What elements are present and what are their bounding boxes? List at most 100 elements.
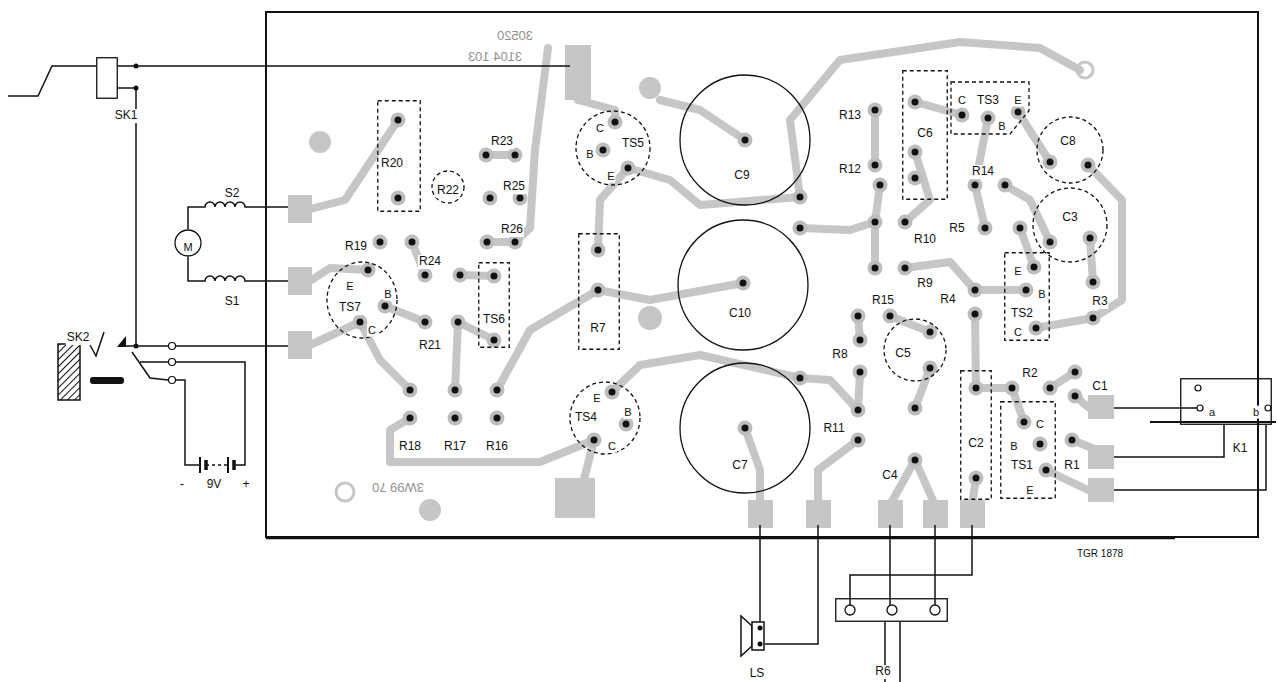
solder-pad	[619, 417, 634, 432]
copper-trace	[310, 322, 360, 345]
wire	[1114, 425, 1224, 457]
pin-letter: a	[1208, 406, 1216, 419]
battery-plate	[227, 457, 229, 473]
solder-pad	[908, 145, 923, 160]
pin-letter: B	[623, 406, 632, 419]
solder-pad	[853, 333, 868, 348]
copper-trace	[497, 290, 598, 390]
mounting-hole	[639, 77, 661, 99]
solder-pad	[968, 178, 983, 193]
jack-contact	[90, 332, 104, 356]
solder-pad	[851, 309, 866, 324]
resistor-outline-line	[579, 234, 620, 350]
transistor-outline: EBTS7C	[326, 261, 398, 339]
wire	[126, 345, 168, 347]
solder-pad	[605, 385, 620, 400]
pin-letter: B	[585, 148, 594, 161]
part-label: R8	[831, 348, 848, 362]
pin-letter: E	[606, 170, 615, 183]
switch-contact	[1265, 405, 1271, 411]
solder-pad	[479, 148, 494, 163]
part-label: SK2	[66, 331, 91, 345]
copper-traces	[310, 42, 1122, 505]
edge-pad	[1088, 478, 1114, 502]
solder-pad	[969, 381, 984, 396]
wire	[140, 361, 168, 363]
junction-dot	[134, 86, 139, 91]
component-label: SK1	[114, 109, 139, 123]
transistor-outline: CBTS1E	[1000, 401, 1056, 499]
solder-pad	[1081, 158, 1096, 173]
jack-terminal	[169, 343, 176, 350]
solder-pad	[908, 401, 923, 416]
pin-letter: b	[1252, 406, 1260, 419]
copper-trace	[800, 222, 875, 230]
copper-trace	[455, 322, 458, 390]
solder-pad	[353, 315, 368, 330]
part-label: R15	[871, 294, 895, 308]
mains-lead	[8, 66, 96, 96]
component-label: C6	[916, 127, 933, 141]
battery-cells	[206, 464, 228, 466]
solder-pad	[373, 235, 388, 250]
motor-symbol: M	[174, 229, 202, 257]
switch-lever	[1150, 421, 1276, 423]
transistor-outline: TS6	[478, 262, 510, 348]
solder-pad	[853, 365, 868, 380]
battery-plate	[199, 457, 201, 473]
part-label: LS	[749, 667, 766, 681]
part-label: C1	[1091, 380, 1108, 394]
component-label: C7	[731, 459, 748, 473]
wire	[765, 525, 818, 644]
solder-pad	[868, 103, 883, 118]
solder-pad	[1065, 433, 1080, 448]
capacitor-outline: C3	[1032, 187, 1108, 263]
capacitor-outline: C2	[960, 370, 992, 500]
speaker-body	[752, 622, 764, 650]
solder-pad	[391, 113, 406, 128]
solder-pad	[738, 421, 753, 436]
part-label: R4	[939, 293, 956, 307]
transistor-outline: CTS5BE	[575, 110, 651, 186]
part-label: S2	[224, 187, 241, 201]
edge-pad	[288, 331, 312, 359]
transistor-outline-shape	[478, 262, 510, 348]
part-label: R12	[838, 163, 862, 177]
wire	[934, 525, 936, 605]
part-label: 9V	[206, 478, 223, 492]
solder-pad	[361, 263, 376, 278]
solder-pad	[978, 221, 993, 236]
pin-letter: E	[1013, 94, 1022, 107]
solder-pad	[1083, 231, 1098, 246]
part-label: R3	[1091, 295, 1108, 309]
edge-pad	[806, 500, 831, 528]
solder-pad	[1033, 437, 1048, 452]
solder-pad	[451, 315, 466, 330]
copper-marking: 30520	[496, 29, 534, 44]
transistor-outline-shape	[950, 81, 1030, 135]
component-label: R20	[380, 157, 404, 171]
component-label: C5	[894, 347, 911, 361]
solder-pad	[955, 108, 970, 123]
transistor-outline-line	[570, 382, 640, 454]
solder-pad	[1039, 463, 1054, 478]
component-label: TS2	[1010, 307, 1034, 321]
copper-trace	[1005, 185, 1050, 242]
component-label: TS1	[1010, 459, 1034, 473]
pin-letter: B	[1009, 440, 1018, 453]
solder-pad	[923, 361, 938, 376]
solder-pad	[968, 283, 983, 298]
component-label: K1	[1232, 442, 1249, 456]
solder-pad	[1068, 389, 1083, 404]
part-label: +	[241, 478, 250, 492]
component-label: C2	[967, 437, 984, 451]
wire	[850, 525, 972, 605]
part-label: R18	[398, 440, 422, 454]
copper-trace	[905, 152, 930, 222]
solder-pad	[738, 133, 753, 148]
capacitor-outline: C7	[679, 362, 811, 494]
solder-pad	[736, 276, 751, 291]
capacitor-outline-line	[678, 220, 808, 350]
solder-pad	[403, 383, 418, 398]
transistor-outline-line	[479, 263, 510, 348]
